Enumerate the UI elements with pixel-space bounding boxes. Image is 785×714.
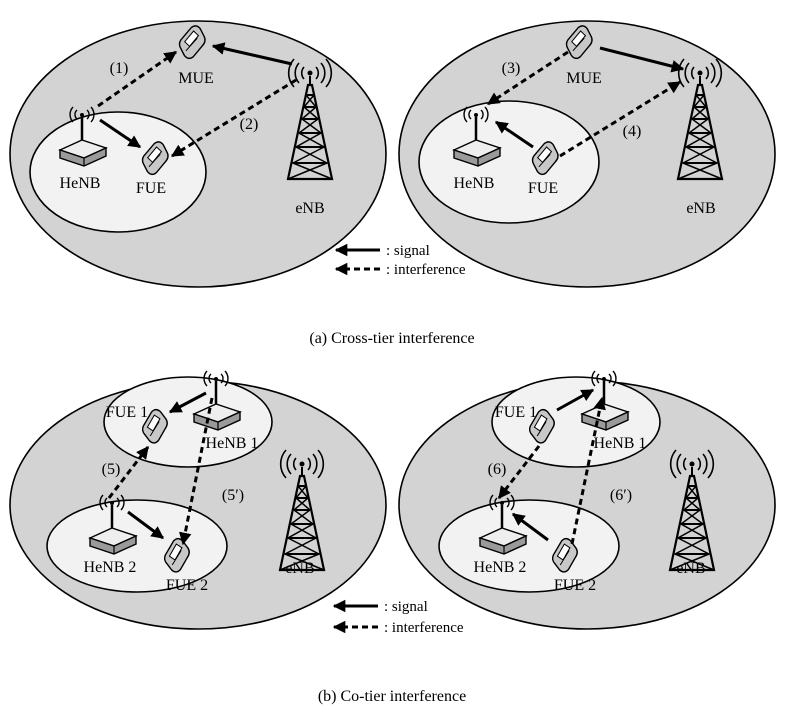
legend: : signal : interference [332, 599, 464, 636]
fue1-label: FUE 1 [106, 404, 148, 421]
enb-label: eNB [686, 200, 715, 217]
interference-arrow [170, 78, 297, 158]
legend-interference-label: : interference [384, 620, 464, 636]
path-label: (3) [502, 60, 521, 77]
legend-signal-label: : signal [384, 599, 428, 615]
signal-arrow [127, 510, 165, 540]
fue2-label: FUE 2 [166, 577, 208, 594]
femto-cell-coverage [29, 111, 207, 233]
signal-arrow [511, 512, 549, 542]
henb2-label: HeNB 2 [84, 559, 137, 576]
path-label: (5′) [222, 487, 244, 504]
femto-cell-coverage [103, 376, 273, 468]
path-label: (5) [102, 461, 121, 478]
interference-arrow [179, 397, 214, 546]
signal-arrow [599, 46, 685, 73]
signal-arrow [211, 42, 293, 66]
interference-arrow [97, 50, 178, 108]
enb-label: eNB [676, 560, 705, 577]
femto-cell-coverage [46, 499, 228, 593]
femto-cell-coverage [418, 100, 600, 224]
interference-arrow [107, 445, 150, 499]
mue-label: MUE [178, 70, 214, 87]
signal-arrow [99, 118, 142, 149]
interference-arrow [486, 50, 569, 106]
interference-arrow [559, 80, 682, 158]
fue-label: FUE [136, 180, 166, 197]
legend-signal-label: : signal [386, 243, 430, 259]
caption-b: (b) Co-tier interference [318, 688, 466, 705]
henb-label: HeNB [60, 175, 101, 192]
enb-label: eNB [295, 200, 324, 217]
caption-a: (a) Cross-tier interference [309, 330, 474, 347]
panel-b-left: FUE 1 HeNB 1 HeNB 2 FUE 2 eNB (5) (5′) [9, 369, 387, 630]
path-label: (4) [623, 123, 642, 140]
path-label: (2) [240, 116, 259, 133]
enb-label: eNB [285, 560, 314, 577]
legend-interference-label: : interference [386, 262, 466, 278]
femto-cell-coverage [491, 376, 661, 468]
panel-b-right: FUE 1 HeNB 1 HeNB 2 FUE 2 eNB (6) (6′) [398, 369, 776, 630]
interference-arrow [497, 445, 541, 499]
path-label: (6′) [610, 487, 632, 504]
legend: : signal : interference [334, 243, 466, 278]
henb1-label: HeNB 1 [206, 435, 259, 452]
path-label: (6) [488, 461, 507, 478]
interference-arrow [570, 396, 606, 545]
femto-cell-coverage [438, 499, 620, 593]
signal-arrow [168, 391, 207, 414]
fue-label: FUE [528, 180, 558, 197]
henb2-label: HeNB 2 [474, 559, 527, 576]
panel-a-left: MUE HeNB FUE eNB (1) (2) [9, 20, 387, 288]
mue-label: MUE [566, 70, 602, 87]
fue2-label: FUE 2 [554, 577, 596, 594]
henb1-label: HeNB 1 [594, 435, 647, 452]
path-label: (1) [110, 60, 129, 77]
panel-a-right: MUE HeNB FUE eNB (3) (4) [398, 20, 776, 288]
henb-label: HeNB [454, 175, 495, 192]
fue1-label: FUE 1 [495, 404, 537, 421]
signal-arrow [556, 388, 595, 412]
signal-arrow [494, 120, 534, 149]
